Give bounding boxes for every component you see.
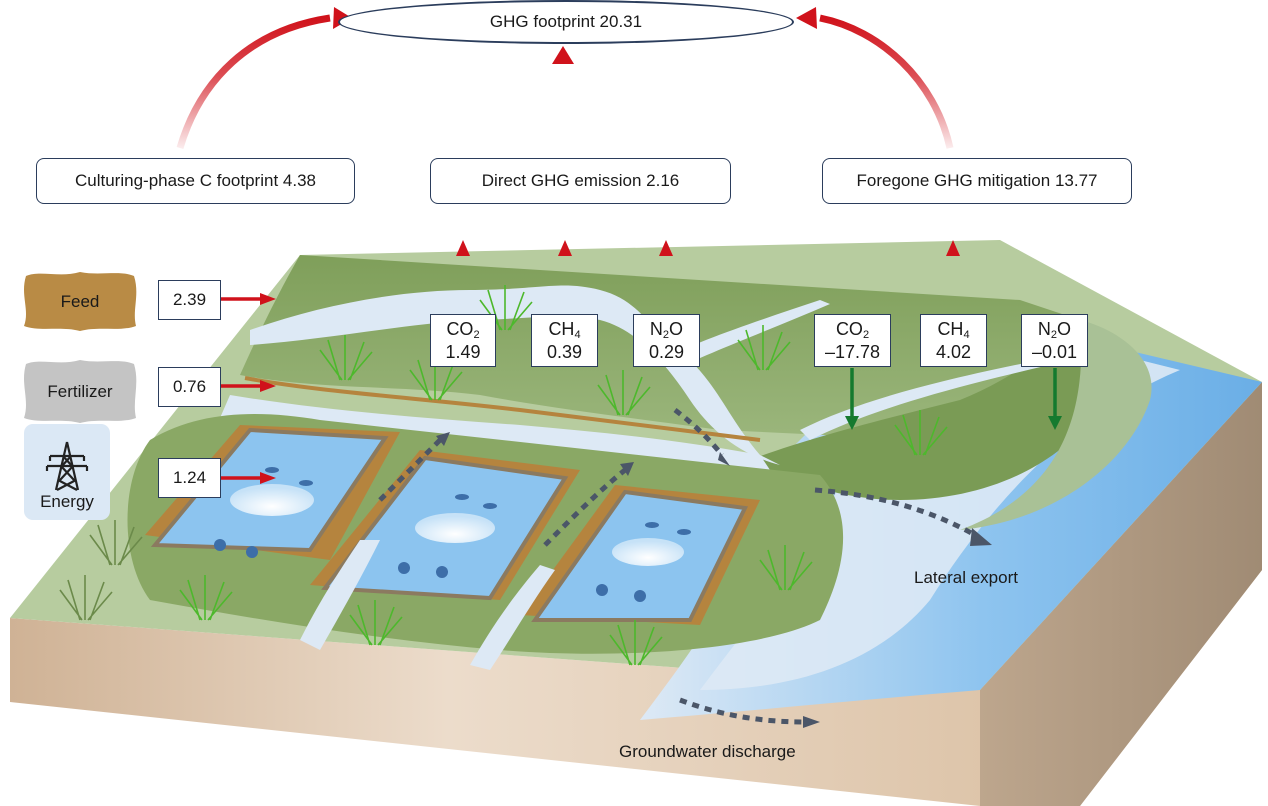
ghg-footprint-total: GHG footprint 20.31 [338,0,794,44]
gas-value: 4.02 [935,341,972,362]
direct-co2-box: CO2 1.49 [430,314,496,367]
soil-front-face [10,382,1262,806]
aerator-fountain-3 [612,538,684,566]
groundwater-discharge-label: Groundwater discharge [619,742,796,761]
lateral-export-arrow [814,487,977,538]
energy-value-box: 1.24 [158,458,221,498]
energy-source: Energy [24,424,110,520]
lateral-export-label: Lateral export [914,568,1018,587]
gas-formula: CO2 [446,319,480,342]
grass-tufts [179,285,948,666]
direct-n2o-box: N2O 0.29 [633,314,700,367]
input-value: 1.24 [172,468,207,487]
aerator-fountain-2 [415,513,495,543]
direct-ghg-emission-box: Direct GHG emission 2.16 [430,158,731,204]
gas-formula: CH4 [937,319,970,342]
gas-value: –17.78 [824,341,881,362]
gas-value: 0.29 [648,341,685,362]
input-value: 0.76 [172,377,207,396]
foregone-n2o-box: N2O –0.01 [1021,314,1088,367]
footprint-value: 20.31 [599,12,643,31]
gas-formula: N2O [649,319,684,342]
culturing-phase-footprint-box: Culturing-phase C footprint 4.38 [36,158,355,204]
component-label: Foregone GHG mitigation [856,171,1051,190]
arrow-foregone-to-footprint [819,14,954,149]
fertilizer-bag-icon [24,360,137,423]
groundwater-discharge-arrow [679,697,806,725]
gas-value: 1.49 [445,341,481,362]
component-label: Culturing-phase C footprint [75,171,279,190]
water-flow-arrows [378,408,977,725]
input-arrows [135,293,276,484]
main-channel [220,395,770,470]
gas-formula: N2O [1037,319,1072,342]
foregone-ch4-box: CH4 4.02 [920,314,987,367]
arrow-culturing-to-footprint [176,14,331,149]
component-value: 2.16 [646,171,680,190]
component-value: 4.38 [282,171,316,190]
input-value: 2.39 [172,290,207,309]
shrimp-icons [265,467,691,535]
direct-emission-arrows [456,240,673,497]
fertilizer-value-box: 0.76 [158,367,221,407]
energy-label: Energy [40,492,94,511]
feed-bag-icon [24,272,137,331]
right-marsh [745,320,1109,500]
power-pylon-icon [45,441,89,491]
component-label: Direct GHG emission [481,171,642,190]
feed-source: Feed [24,276,136,328]
gas-formula: CO2 [835,319,870,342]
gas-value: –0.01 [1031,341,1078,362]
gas-formula: CH4 [548,319,581,342]
direct-ch4-box: CH4 0.39 [531,314,598,367]
crab-icons [214,539,646,602]
feed-label: Feed [60,292,100,311]
foregone-ghg-mitigation-box: Foregone GHG mitigation 13.77 [822,158,1132,204]
feed-value-box: 2.39 [158,280,221,320]
fertilizer-source: Fertilizer [24,364,136,420]
gas-value: 0.39 [546,341,583,362]
aerator-fountain-1 [230,484,314,516]
soil-side-face [980,382,1262,806]
footprint-label: GHG footprint [489,12,595,31]
fertilizer-label: Fertilizer [47,382,113,401]
component-value: 13.77 [1054,171,1098,190]
foregone-co2-box: CO2 –17.78 [814,314,891,367]
